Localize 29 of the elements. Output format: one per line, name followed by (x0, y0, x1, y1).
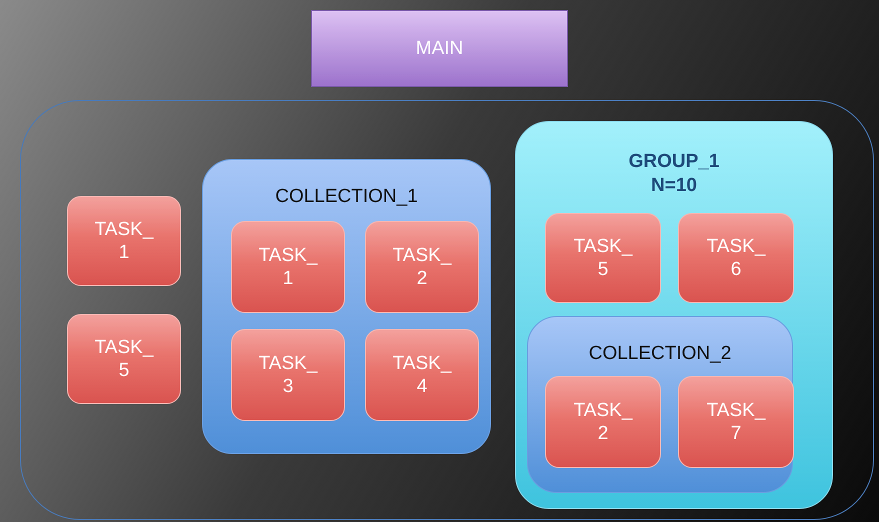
task-label: TASK_ 2 (392, 244, 453, 290)
group-box (515, 121, 833, 509)
task-label: TASK_ 1 (258, 244, 319, 290)
task-box (67, 314, 181, 404)
collection-heading: COLLECTION_1 (274, 186, 419, 208)
task-box (545, 213, 661, 303)
task-label: TASK_ 3 (258, 352, 319, 398)
task-label: TASK_ 2 (572, 399, 634, 445)
collection-heading: COLLECTION_2 (588, 343, 732, 365)
task-box (678, 376, 794, 468)
task-box (231, 221, 345, 313)
task-label: TASK_ 5 (572, 235, 634, 281)
group-heading: GROUP_1 N=10 (628, 150, 720, 198)
task-label: TASK_ 7 (706, 399, 767, 445)
collection-box (202, 159, 491, 454)
task-label: TASK_ 4 (392, 352, 453, 398)
container-outline (20, 100, 874, 520)
task-box (231, 329, 345, 421)
collection-box (527, 316, 793, 493)
task-box (365, 221, 479, 313)
task-box (545, 376, 661, 468)
task-box (67, 196, 181, 286)
task-box (365, 329, 479, 421)
task-box (678, 213, 794, 303)
task-label: TASK_ 6 (706, 235, 767, 281)
main-box (311, 10, 568, 87)
task-label: TASK_ 5 (94, 336, 155, 382)
task-label: TASK_ 1 (94, 218, 155, 264)
box-label: MAIN (414, 38, 464, 60)
